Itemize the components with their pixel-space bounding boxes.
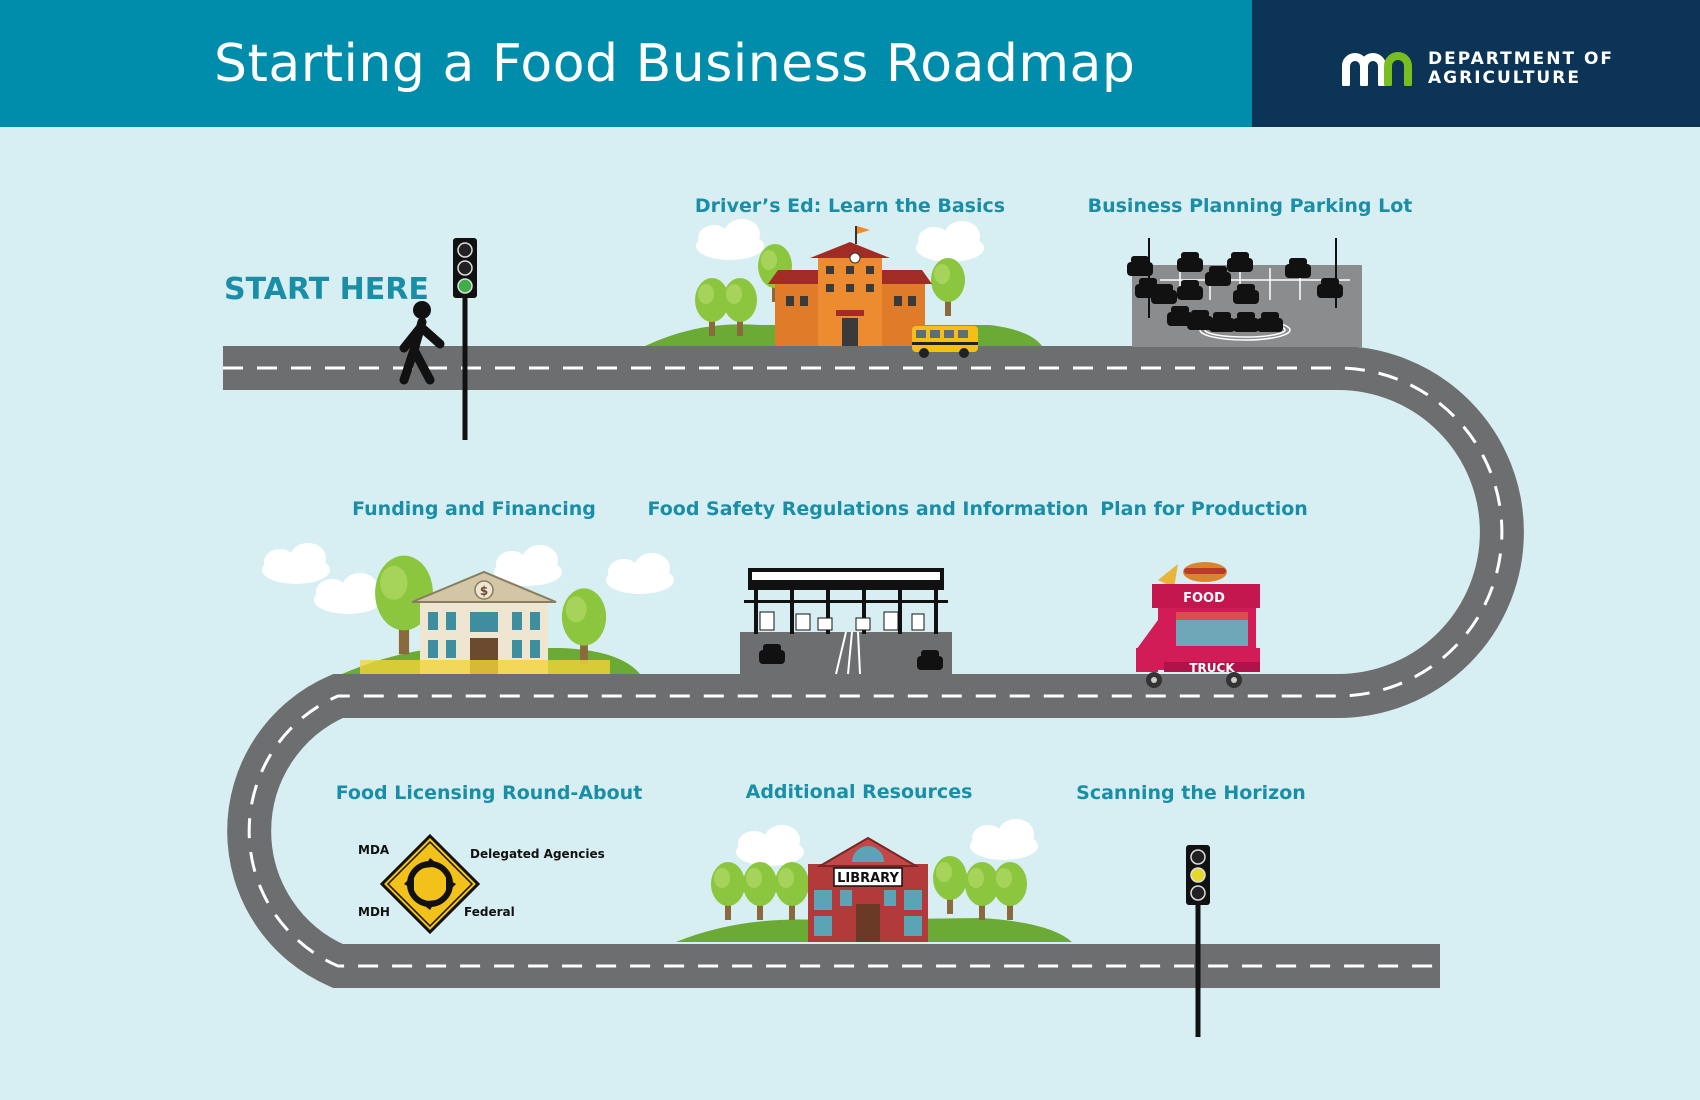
- road: [223, 346, 1524, 988]
- traffic-light-yellow-icon: [1186, 845, 1210, 1037]
- bank-dollar-sign: $: [480, 584, 488, 598]
- brand-text: DEPARTMENT OF AGRICULTURE: [1428, 50, 1614, 88]
- roundabout-label-mdh: MDH: [358, 905, 390, 919]
- roundabout-label-delegated: Delegated Agencies: [470, 847, 605, 861]
- brand-panel: DEPARTMENT OF AGRICULTURE: [1252, 0, 1700, 127]
- parking-lot-icon: [1127, 238, 1362, 347]
- bank-icon: [262, 543, 674, 674]
- stop-label-resources[interactable]: Additional Resources: [745, 781, 973, 803]
- school-icon: [645, 219, 1042, 346]
- header-bar: Starting a Food Business Roadmap DEPARTM…: [0, 0, 1700, 127]
- stop-label-production[interactable]: Plan for Production: [1100, 498, 1308, 520]
- traffic-light-green-icon: [453, 238, 477, 440]
- stop-label-parking[interactable]: Business Planning Parking Lot: [1087, 195, 1413, 217]
- brand-line-2: AGRICULTURE: [1428, 68, 1581, 88]
- food-truck-sign-top: FOOD: [1183, 591, 1225, 606]
- walking-person-icon: [399, 301, 445, 385]
- library-sign: LIBRARY: [837, 871, 899, 886]
- stop-label-funding[interactable]: Funding and Financing: [352, 498, 596, 520]
- food-truck-icon: [1136, 562, 1260, 688]
- school-bus-icon: [912, 326, 978, 358]
- page-title: Starting a Food Business Roadmap: [214, 34, 1136, 94]
- mn-logo-icon: [1342, 52, 1412, 86]
- roundabout-label-mda: MDA: [358, 843, 390, 857]
- road-center-line: [223, 366, 1504, 968]
- library-icon: [676, 819, 1072, 942]
- start-here-label: START HERE: [224, 272, 429, 307]
- stop-label-drivers-ed[interactable]: Driver’s Ed: Learn the Basics: [694, 195, 1006, 217]
- stop-label-food-safety[interactable]: Food Safety Regulations and Information: [647, 498, 1089, 520]
- food-truck-sign-bottom: TRUCK: [1189, 661, 1235, 675]
- stop-label-licensing[interactable]: Food Licensing Round-About: [335, 782, 643, 804]
- brand-line-1: DEPARTMENT OF: [1428, 49, 1615, 69]
- roundabout-sign-icon: [379, 833, 481, 935]
- toll-booth-icon: [740, 568, 952, 675]
- roundabout-label-federal: Federal: [464, 905, 515, 919]
- stop-label-horizon[interactable]: Scanning the Horizon: [1076, 782, 1306, 804]
